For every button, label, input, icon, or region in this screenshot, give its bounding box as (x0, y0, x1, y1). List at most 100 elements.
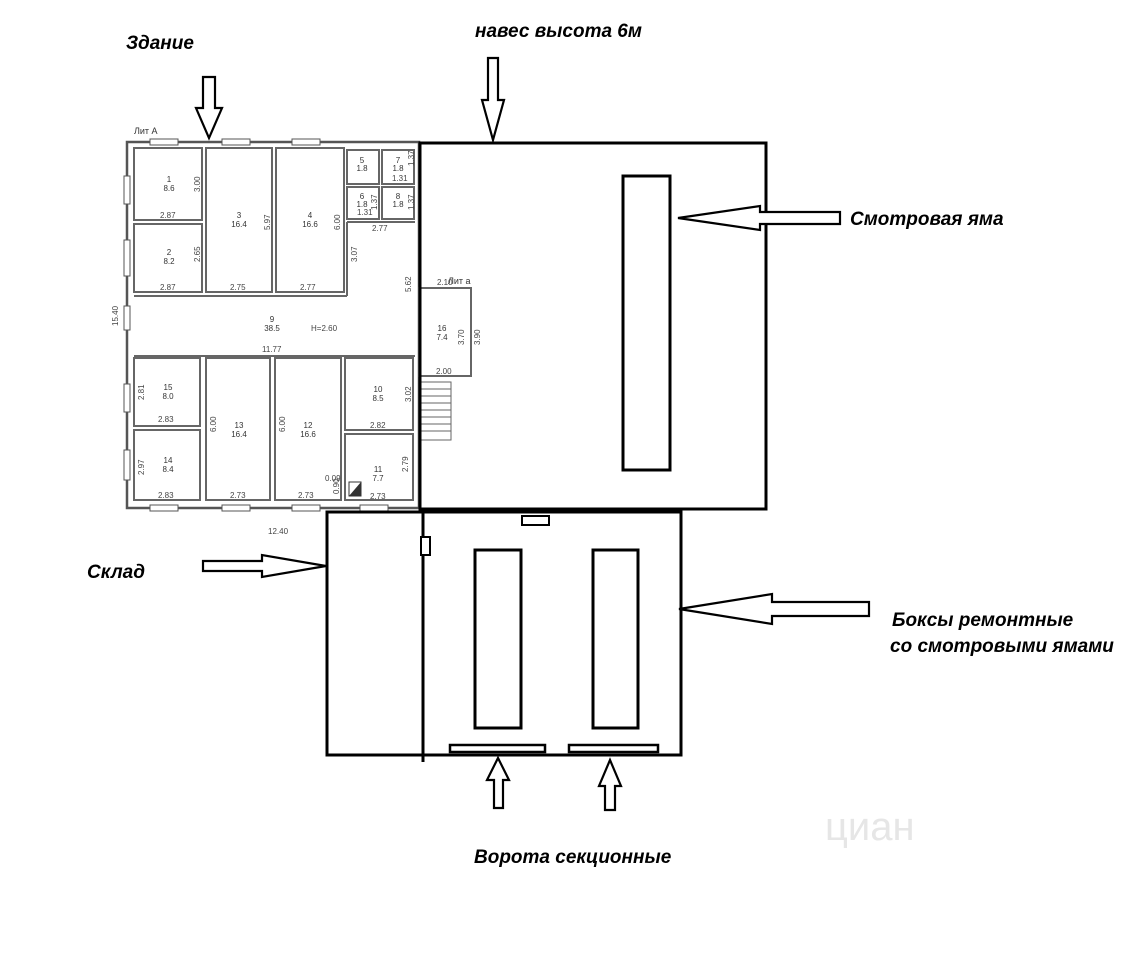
room-area: 8.4 (162, 465, 174, 474)
dim: 6.00 (333, 214, 342, 230)
room-5 (346, 149, 380, 185)
dim: 2.75 (230, 283, 246, 292)
dim: 3.70 (457, 329, 466, 345)
ceiling-height: H=2.60 (311, 324, 338, 333)
room-num: 1 (167, 175, 172, 184)
dim: 3.07 (350, 246, 359, 262)
room-1 (133, 147, 203, 221)
room-area: 7.7 (372, 474, 384, 483)
room-area: 1.8 (356, 164, 368, 173)
building-plan: Лит А Лит а H=2.60 1 8.6 2 8.2 3 16.4 4 … (111, 126, 482, 536)
windows (123, 138, 389, 512)
dim: 12.40 (268, 527, 289, 536)
room-num: 16 (438, 324, 447, 333)
room-8 (381, 186, 415, 220)
room-area: 8.0 (162, 392, 174, 401)
room-area: 8.2 (163, 257, 175, 266)
dim: 6.00 (209, 416, 218, 432)
dim: 2.82 (370, 421, 386, 430)
dim: 2.77 (372, 224, 388, 233)
dim: 2.77 (300, 283, 316, 292)
dim: 5.97 (263, 214, 272, 230)
dim: 2.79 (401, 456, 410, 472)
room-area: 1.8 (392, 200, 404, 209)
room-num: 10 (374, 385, 383, 394)
dim: 1.37 (407, 194, 416, 210)
arrow-warehouse (201, 553, 327, 579)
lit-a-lower: Лит а (448, 276, 471, 286)
room-11 (344, 433, 414, 501)
callout-gates: Ворота секционные (474, 847, 672, 868)
arrow-gate-1 (485, 755, 511, 810)
inspection-pit-canopy (621, 174, 672, 472)
lower-block-outline (325, 510, 683, 757)
room-area: 16.6 (302, 220, 318, 229)
dim: 6.00 (278, 416, 287, 432)
room-10 (344, 357, 414, 431)
stairs (420, 381, 452, 441)
room-num: 13 (235, 421, 244, 430)
room-num: 5 (360, 156, 365, 165)
room-num: 14 (164, 456, 173, 465)
dim: 2.73 (230, 491, 246, 500)
room-2 (133, 223, 203, 293)
room-num: 12 (304, 421, 313, 430)
canopy-passage-door (521, 515, 550, 526)
callout-canopy: навес высота 6м (475, 21, 642, 42)
dim: 1.37 (370, 194, 379, 210)
dim: 3.90 (473, 329, 482, 345)
room-15 (133, 357, 201, 427)
room-13 (205, 357, 271, 501)
dim: 2.10 (437, 278, 453, 287)
room-num: 7 (396, 156, 401, 165)
dim: 2.81 (137, 384, 146, 400)
dim: 2.83 (158, 491, 174, 500)
watermark: циан (825, 805, 915, 849)
room-num: 6 (360, 192, 365, 201)
dim: 2.65 (193, 246, 202, 262)
callout-warehouse: Склад (87, 562, 145, 583)
dim: 2.73 (370, 492, 386, 501)
dim: 15.40 (111, 305, 120, 326)
room-area: 16.6 (300, 430, 316, 439)
room-area: 7.4 (436, 333, 448, 342)
room-14 (133, 429, 201, 501)
room-7 (381, 149, 415, 185)
dim: 0.09 (325, 474, 341, 483)
room-area: 8.5 (372, 394, 384, 403)
dimensions: 2.87 2.87 3.00 2.65 5.97 2.75 6.00 2.77 … (111, 150, 482, 536)
room-area: 1.8 (356, 200, 368, 209)
room-labels: 1 8.6 2 8.2 3 16.4 4 16.6 5 1.8 6 1.8 7 … (162, 156, 448, 483)
room-num: 3 (237, 211, 242, 220)
room-num: 8 (396, 192, 401, 201)
sectional-gate-1 (448, 743, 547, 754)
dim: 5.62 (404, 276, 413, 292)
room-area: 8.6 (163, 184, 175, 193)
arrow-gate-2 (597, 757, 623, 812)
room-12 (274, 357, 342, 501)
dim: 11.77 (262, 345, 282, 354)
dim: 3.00 (193, 176, 202, 192)
room-num: 4 (308, 211, 313, 220)
canopy-outline (418, 141, 768, 511)
room-num: 9 (270, 315, 275, 324)
room-area: 38.5 (264, 324, 280, 333)
room-3 (205, 147, 273, 293)
dim: 2.83 (158, 415, 174, 424)
room-num: 15 (164, 383, 173, 392)
room-4 (275, 147, 345, 293)
callout-building: Здание (126, 33, 194, 54)
room-num: 11 (374, 465, 383, 474)
callout-pit: Смотровая яма (850, 209, 1004, 230)
inspection-pit-box-2 (591, 548, 640, 730)
room-6 (346, 186, 380, 220)
dim: 2.73 (298, 491, 314, 500)
callout-boxes-line1: Боксы ремонтные (892, 610, 1074, 631)
room-area: 16.4 (231, 220, 247, 229)
room-num: 2 (167, 248, 172, 257)
arrow-boxes (678, 592, 871, 626)
callout-boxes-line2: со смотровыми ямами (890, 636, 1114, 657)
dim: 1.37 (407, 150, 416, 166)
arrow-canopy (480, 56, 506, 145)
